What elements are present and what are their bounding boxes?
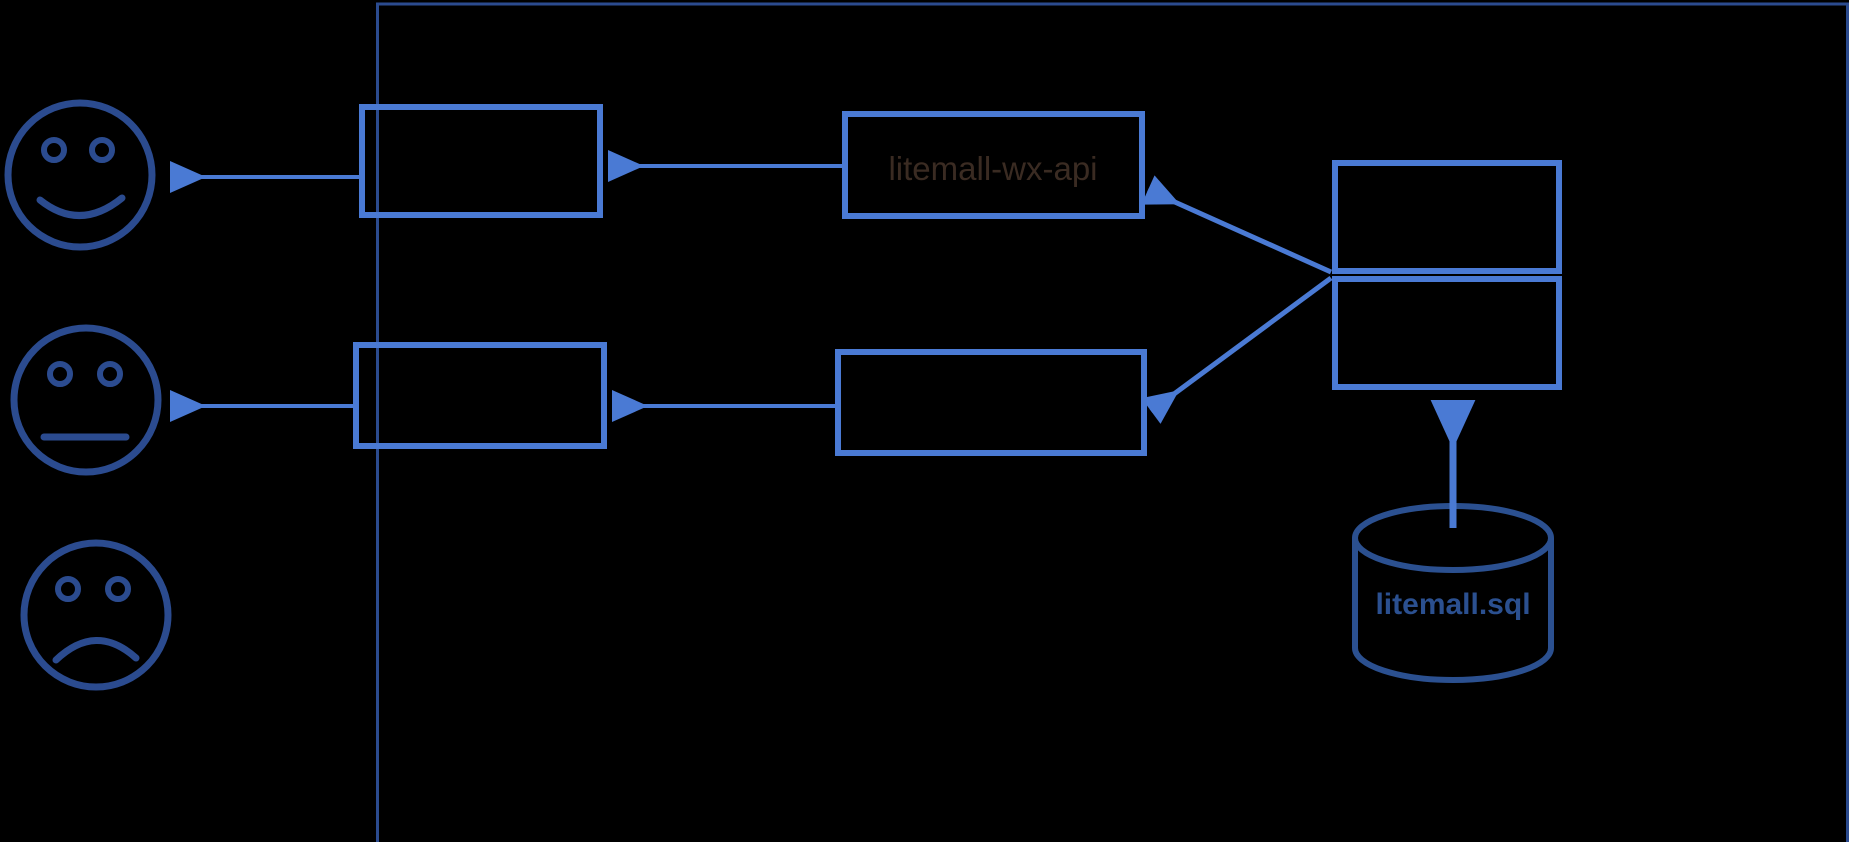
frontend-box-top[interactable] [359, 104, 603, 218]
server-container [376, 2, 1849, 842]
litemall-sql-label: litemall.sql [1375, 588, 1530, 621]
sad-user-face-icon [20, 539, 172, 691]
service-box-upper-right[interactable] [1332, 160, 1562, 274]
litemall-wx-api-label: litemall-wx-api [888, 150, 1097, 187]
happy-user-face-icon [4, 99, 156, 251]
frontend-box-bottom[interactable] [353, 342, 607, 449]
service-box-lower-right[interactable] [1332, 276, 1562, 390]
litemall-sql-database[interactable]: litemall.sql [1352, 503, 1554, 683]
litemall-wx-api-box[interactable]: litemall-wx-api [842, 111, 1145, 219]
arrow-service-to-backend-bottom [1141, 275, 1333, 424]
neutral-user-face-icon [10, 324, 162, 476]
arrow-service-to-wx-api [1141, 175, 1333, 275]
backend-api-box-bottom[interactable] [835, 349, 1147, 456]
